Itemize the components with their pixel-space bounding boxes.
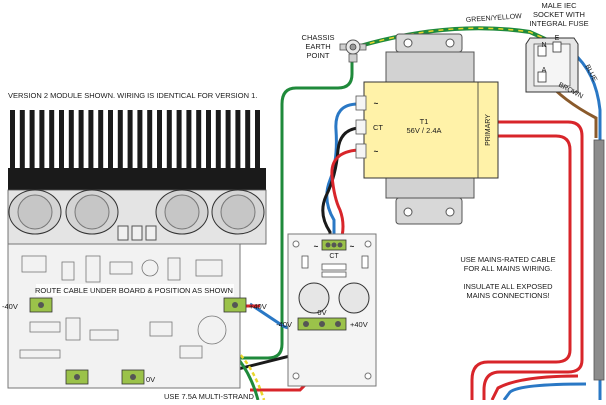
heatsink-fin: [59, 110, 64, 170]
route-note: ROUTE CABLE UNDER BOARD & POSITION AS SH…: [35, 286, 233, 295]
svg-text:INTEGRAL FUSE: INTEGRAL FUSE: [529, 19, 588, 28]
iec-socket: E N A: [525, 35, 579, 93]
header-note: VERSION 2 MODULE SHOWN. WIRING IS IDENTI…: [8, 91, 257, 100]
heatsink-fin: [137, 110, 143, 170]
heatsink-fin: [10, 110, 15, 170]
amp-pos-label: +40V: [249, 302, 267, 311]
amplifier-module: [7, 189, 267, 389]
secondary-wires: [321, 102, 359, 245]
heatsink-fin: [147, 110, 153, 170]
heatsink-fin: [166, 110, 172, 170]
heatsink-fin: [235, 110, 241, 170]
transformer-name: T1: [420, 117, 429, 126]
transformer-primary: PRIMARY: [485, 114, 492, 146]
svg-text:INSULATE ALL EXPOSED: INSULATE ALL EXPOSED: [463, 282, 553, 291]
transformer-rating: 56V / 2.4A: [406, 126, 441, 135]
heatsink: [8, 110, 266, 190]
heatsink-fin: [127, 110, 133, 170]
svg-text:CHASSIS: CHASSIS: [302, 33, 335, 42]
psu-capacitor-left: [298, 282, 330, 314]
svg-text:N: N: [541, 42, 546, 49]
psu-pos: +40V: [350, 320, 368, 329]
iec-pin-active: [537, 71, 547, 83]
psu-zero: 0V: [317, 308, 326, 317]
svg-text:EARTH: EARTH: [305, 42, 330, 51]
power-transistor-2: [65, 189, 119, 235]
heatsink-fin: [225, 110, 231, 170]
transformer-ac-bottom: ~: [374, 147, 379, 156]
svg-text:MAINS CONNECTIONS!: MAINS CONNECTIONS!: [466, 291, 549, 300]
transformer-ac-top: ~: [374, 99, 379, 108]
svg-text:POINT: POINT: [307, 51, 330, 60]
heatsink-fin: [196, 110, 202, 170]
amp-neg-label: -40V: [2, 302, 18, 311]
earth-wire: [359, 26, 557, 48]
svg-text:E: E: [555, 35, 560, 42]
svg-text:SOCKET WITH: SOCKET WITH: [533, 10, 585, 19]
transformer-ct: CT: [373, 123, 383, 132]
heatsink-fin: [108, 110, 113, 170]
power-transistor-1: [8, 189, 62, 235]
svg-text:A: A: [542, 67, 547, 74]
power-transistor-3: [155, 189, 209, 235]
psu-ct: CT: [329, 253, 339, 260]
svg-text:FOR ALL MAINS WIRING.: FOR ALL MAINS WIRING.: [464, 264, 552, 273]
heatsink-fin: [39, 110, 45, 170]
heatsink-fin: [157, 110, 162, 170]
heatsink-fin: [245, 110, 251, 170]
psu-capacitor-right: [338, 282, 370, 314]
chassis-earth-label: CHASSIS EARTH POINT: [302, 33, 335, 60]
heatsink-fins: [10, 110, 260, 170]
amp-earth-wire: [240, 62, 354, 360]
psu-ac-left: ~: [314, 242, 319, 251]
transformer: ~ CT ~ T1 56V / 2.4A PRIMARY: [355, 33, 499, 225]
heatsink-fin: [206, 110, 211, 170]
heatsink-fin: [19, 110, 25, 170]
heatsink-fin: [68, 110, 74, 170]
heatsink-fin: [176, 110, 182, 170]
wire-label-blue: BLUE: [583, 64, 598, 84]
iec-pin-neutral: [537, 45, 547, 57]
iec-socket-label: MALE IEC SOCKET WITH INTEGRAL FUSE: [529, 1, 588, 28]
svg-text:USE MAINS-RATED CABLE: USE MAINS-RATED CABLE: [460, 255, 555, 264]
heatsink-fin: [78, 110, 84, 170]
heatsink-fin: [215, 110, 221, 170]
iec-pin-earth: [552, 41, 562, 53]
mains-wires: [470, 50, 602, 401]
route-note-banner: [36, 284, 234, 296]
mains-note: USE MAINS-RATED CABLE FOR ALL MAINS WIRI…: [460, 255, 555, 300]
heatshrink-sleeve: [593, 139, 605, 381]
heatsink-fin: [117, 110, 123, 170]
amp-zero-label: 0V: [146, 375, 155, 384]
psu-neg: -40V: [276, 320, 292, 329]
chassis-earth-point: [339, 39, 367, 63]
psu-board: ~ CT ~ -40V 0V +40V: [276, 233, 377, 387]
heatsink-fin: [255, 110, 260, 170]
earth-wire-label: GREEN/YELLOW: [466, 13, 523, 24]
power-transistor-4: [211, 189, 265, 235]
svg-text:MALE IEC: MALE IEC: [541, 1, 577, 10]
heatsink-fin: [186, 110, 192, 170]
heatsink-fin: [98, 110, 104, 170]
bottom-note: USE 7.5A MULTI-STRAND: [164, 392, 254, 400]
heatsink-fin: [29, 110, 35, 170]
amp-board-components: [19, 255, 227, 359]
heatsink-fin: [49, 110, 55, 170]
heatsink-fin: [88, 110, 94, 170]
psu-ac-right: ~: [350, 242, 355, 251]
